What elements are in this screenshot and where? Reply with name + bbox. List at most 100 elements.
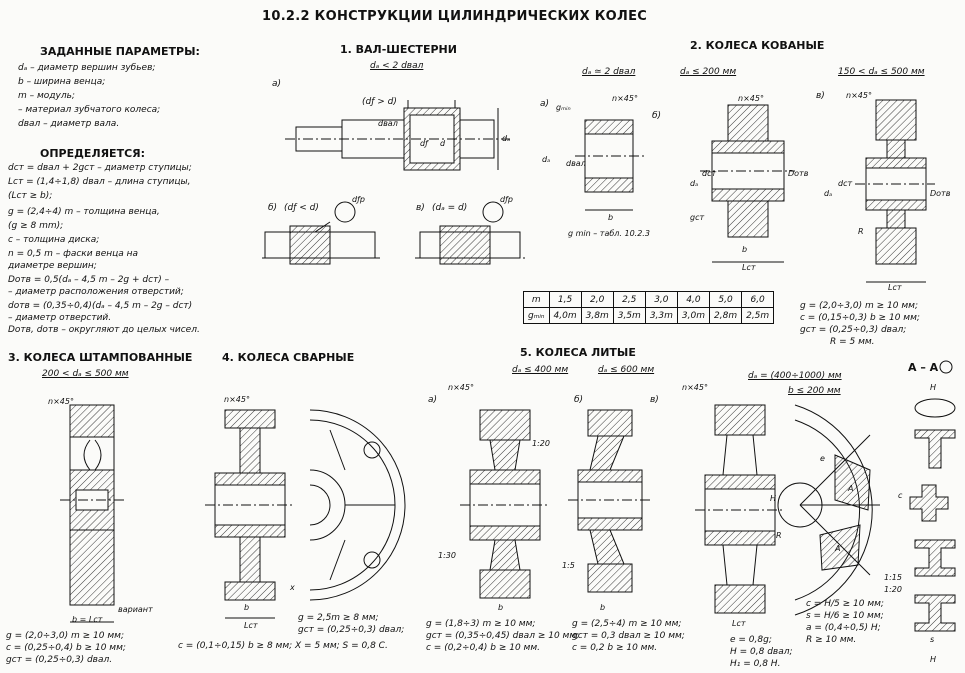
table-cell: 3,0m bbox=[676, 307, 711, 324]
cond-s2-a: dₐ ≃ 2 dвал bbox=[582, 67, 636, 77]
label-x-s4: x bbox=[290, 583, 295, 592]
label-df-s1: dƒ bbox=[420, 139, 428, 148]
given-param-3: – материал зубчатого колеса; bbox=[18, 105, 161, 115]
label-Lst-s2b: Lст bbox=[742, 263, 756, 272]
determined-0: dст = dвал + 2gст – диаметр ступицы; bbox=[8, 163, 192, 173]
label-H-top: H bbox=[930, 383, 937, 392]
section-aa-profiles bbox=[909, 360, 956, 632]
cond-s5-v: dₐ = (400÷1000) мм bbox=[748, 371, 842, 381]
label-dfp-v: dƒр bbox=[500, 195, 513, 204]
cond-s3: 200 < dₐ ≤ 500 мм bbox=[42, 369, 129, 379]
label-A2: A bbox=[835, 544, 841, 553]
note-s2-0: g = (2,0÷3,0) m ≥ 10 мм; bbox=[800, 301, 918, 311]
table-cell: 3,8m bbox=[580, 307, 614, 324]
label-dst-s2v: dст bbox=[838, 179, 853, 188]
determined-9: – диаметр расположения отверстий; bbox=[8, 287, 184, 297]
note-s5r-1: s = H/6 ≥ 10 мм; bbox=[806, 611, 884, 621]
cast-wheel-v bbox=[695, 404, 785, 614]
gmin-table: m 1,5 2,0 2,5 3,0 4,0 5,0 6,0 gₘᵢₙ 4,0m … bbox=[523, 291, 775, 324]
cond-s1-a: (dƒ > d) bbox=[362, 97, 397, 107]
shaft-pinion-b bbox=[262, 201, 380, 265]
n45-label-s4: n×45° bbox=[224, 395, 250, 404]
note-s5b-0: g = (2,5÷4) m ≥ 10 мм; bbox=[572, 619, 682, 629]
label-gst-s2b: gст bbox=[690, 213, 705, 222]
cond-s1-b: (dƒ < d) bbox=[284, 203, 319, 213]
label-Dotv-s2b: Dотв bbox=[788, 169, 809, 178]
slope-1-5: 1:5 bbox=[562, 561, 575, 570]
table-cell: 3,5m bbox=[612, 307, 646, 324]
label-dfp-b: dƒр bbox=[352, 195, 365, 204]
determined-7: диаметре вершин; bbox=[8, 261, 97, 271]
n45-label-s3: n×45° bbox=[48, 397, 74, 406]
cond-s5-a: dₐ ≤ 400 мм bbox=[512, 365, 569, 375]
note-s5r-3: R ≥ 10 мм. bbox=[806, 635, 857, 645]
label-dst-s2b: dст bbox=[702, 169, 717, 178]
label-da-s2a: dₐ bbox=[542, 155, 551, 164]
cast-wheel-a bbox=[460, 409, 550, 599]
label-e-face: e bbox=[820, 454, 825, 463]
table-cell: 5,0 bbox=[708, 291, 743, 308]
label-R-face: R bbox=[776, 531, 782, 540]
note-s5a-2: c = (0,2÷0,4) b ≥ 10 мм. bbox=[426, 643, 540, 653]
table-row-label: gₘᵢₙ bbox=[523, 307, 550, 324]
n45-label-s2v: n×45° bbox=[846, 91, 872, 100]
note-s5v-2: H₁ = 0,8 H. bbox=[730, 659, 781, 669]
table-cell: 2,0 bbox=[580, 291, 614, 308]
cast-wheel-b bbox=[568, 409, 652, 593]
note-s4a-0: g = 2,5m ≥ 8 мм; bbox=[298, 613, 379, 623]
label-da-s2b: dₐ bbox=[690, 179, 699, 188]
label-A1: A bbox=[848, 484, 854, 493]
slope-1-20b: 1:20 bbox=[884, 585, 902, 594]
variant-b-s1: б) bbox=[268, 203, 278, 213]
section-3-title: 3. КОЛЕСА ШТАМПОВАННЫЕ bbox=[8, 351, 193, 364]
determined-header: ОПРЕДЕЛЯЕТСЯ: bbox=[40, 147, 146, 160]
label-variant: вариант bbox=[118, 605, 153, 614]
variant-b-s5: б) bbox=[574, 395, 584, 405]
label-H-bottom: H bbox=[930, 655, 937, 664]
label-R-s2v: R bbox=[858, 227, 864, 236]
variant-v-s5: в) bbox=[650, 395, 659, 405]
welded-wheel-face bbox=[309, 409, 406, 601]
section-5-title: 5. КОЛЕСА ЛИТЫЕ bbox=[520, 346, 636, 359]
note-s2-2: gст = (0,25÷0,3) dвал; bbox=[800, 325, 907, 335]
table-cell: 3,0 bbox=[644, 291, 678, 308]
section-1-title: 1. ВАЛ-ШЕСТЕРНИ bbox=[340, 43, 457, 56]
table-row-label: m bbox=[523, 291, 550, 308]
note-s3-0: g = (2,0÷3,0) m ≥ 10 мм; bbox=[6, 631, 124, 641]
label-Lst-s5v: Lст bbox=[732, 619, 746, 628]
gmin-note: g min – табл. 10.2.3 bbox=[568, 229, 650, 238]
determined-4: (g ≥ 8 mm); bbox=[8, 221, 64, 231]
label-d-s1: d bbox=[440, 139, 446, 148]
label-Dotv-s2v: Dотв bbox=[930, 189, 951, 198]
given-param-1: b – ширина венца; bbox=[18, 77, 106, 87]
label-b-s4: b bbox=[244, 603, 250, 612]
note-s5r-2: a = (0,4÷0,5) H; bbox=[806, 623, 881, 633]
cond-s5-b: dₐ ≤ 600 мм bbox=[598, 365, 655, 375]
note-s5b-1: gст = 0,3 dвал ≥ 10 мм; bbox=[572, 631, 685, 641]
note-s3-1: c = (0,25÷0,4) b ≥ 10 мм; bbox=[6, 643, 126, 653]
cond-s2-b: dₐ ≤ 200 мм bbox=[680, 67, 737, 77]
note-s4a-1: gст = (0,25÷0,3) dвал; bbox=[298, 625, 405, 635]
page-title: 10.2.2 КОНСТРУКЦИИ ЦИЛИНДРИЧЕСКИХ КОЛЕС bbox=[262, 9, 648, 24]
determined-6: n = 0,5 m – фаски венца на bbox=[8, 249, 139, 259]
forged-wheel-a bbox=[575, 119, 645, 211]
note-s5v-0: e = 0,8g; bbox=[730, 635, 772, 645]
note-s3-2: gст = (0,25÷0,3) dвал. bbox=[6, 655, 113, 665]
label-da-s1: dₐ bbox=[502, 134, 511, 143]
table-cell: 1,5 bbox=[548, 291, 582, 308]
slope-1-15: 1:15 bbox=[884, 573, 902, 582]
cond-s1-v: (dₐ = d) bbox=[432, 203, 468, 213]
variant-b-s2: б) bbox=[652, 111, 662, 121]
determined-3: g = (2,4÷4) m – толщина венца, bbox=[8, 207, 160, 217]
table-cell: 2,5 bbox=[612, 291, 646, 308]
note-s2-1: c = (0,15÷0,3) b ≥ 10 мм; bbox=[800, 313, 920, 323]
determined-11: – диаметр отверстий. bbox=[8, 313, 112, 323]
table-cell: 2,5m bbox=[741, 307, 775, 324]
label-b-s2b: b bbox=[742, 245, 748, 254]
welded-wheel-section bbox=[205, 409, 295, 619]
slope-1-20: 1:20 bbox=[532, 439, 550, 448]
label-s-profile: s bbox=[930, 635, 935, 644]
gmin-table-row-m: m 1,5 2,0 2,5 3,0 4,0 5,0 6,0 bbox=[523, 291, 775, 308]
determined-12: Dотв, dотв – округляют до целых чисел. bbox=[8, 325, 200, 335]
